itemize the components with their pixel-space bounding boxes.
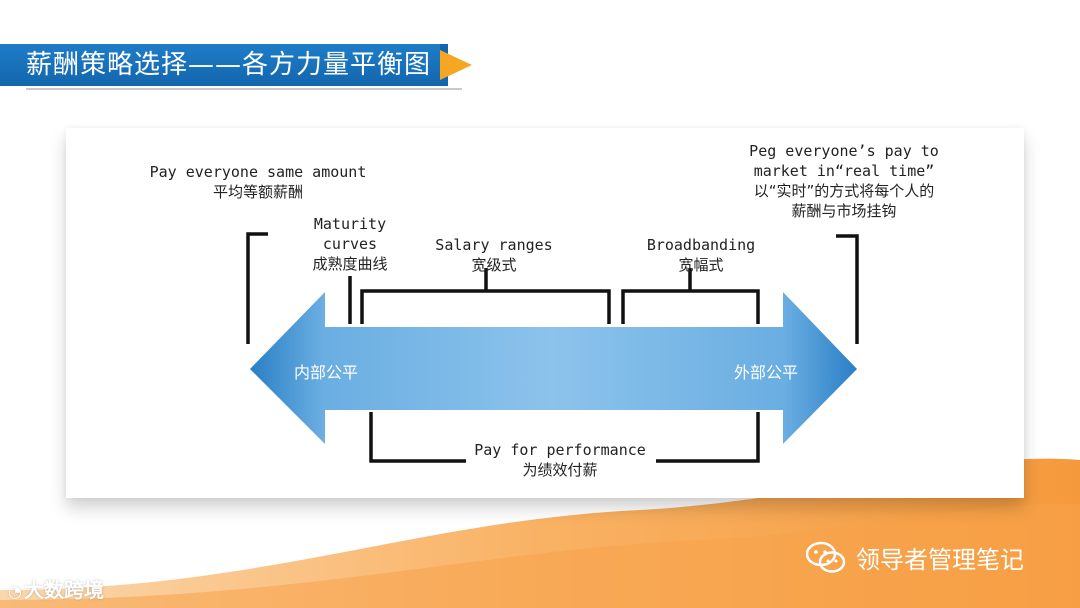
watermark-logo-icon: ◔ xyxy=(8,582,22,601)
bracket-lines xyxy=(246,232,859,463)
title-underline xyxy=(26,88,462,90)
bracket-broadbanding xyxy=(621,289,760,324)
label-broadbanding: Broadbanding 宽幅式 xyxy=(646,236,756,274)
content-card xyxy=(66,128,1024,498)
label-maturity-curves: Maturity curves 成熟度曲线 xyxy=(312,215,388,273)
wechat-icon xyxy=(806,541,846,573)
watermark-right: 领导者管理笔记 xyxy=(806,540,1024,575)
arrow-label-internal-equity: 内部公平 xyxy=(294,363,359,382)
page-title: 薪酬策略选择——各方力量平衡图 xyxy=(0,44,440,86)
bracket-pay-same xyxy=(246,232,268,344)
account-name: 领导者管理笔记 xyxy=(856,546,1024,574)
bracket-salary-ranges xyxy=(360,289,611,324)
arrow-label-external-equity: 外部公平 xyxy=(734,363,799,382)
label-pay-performance: Pay for performance 为绩效付薪 xyxy=(474,441,646,479)
watermark-left: ◔大数跨境 xyxy=(8,578,104,602)
label-salary-ranges: Salary ranges 宽级式 xyxy=(435,236,553,274)
label-pay-same: Pay everyone same amount 平均等额薪酬 xyxy=(149,163,367,201)
bracket-peg-market xyxy=(836,234,859,344)
double-arrow xyxy=(250,292,857,444)
label-peg-market: Peg everyone’s pay to market in“real tim… xyxy=(749,142,939,220)
bracket-pay-performance xyxy=(369,412,466,463)
title-arrow-icon xyxy=(440,44,472,86)
